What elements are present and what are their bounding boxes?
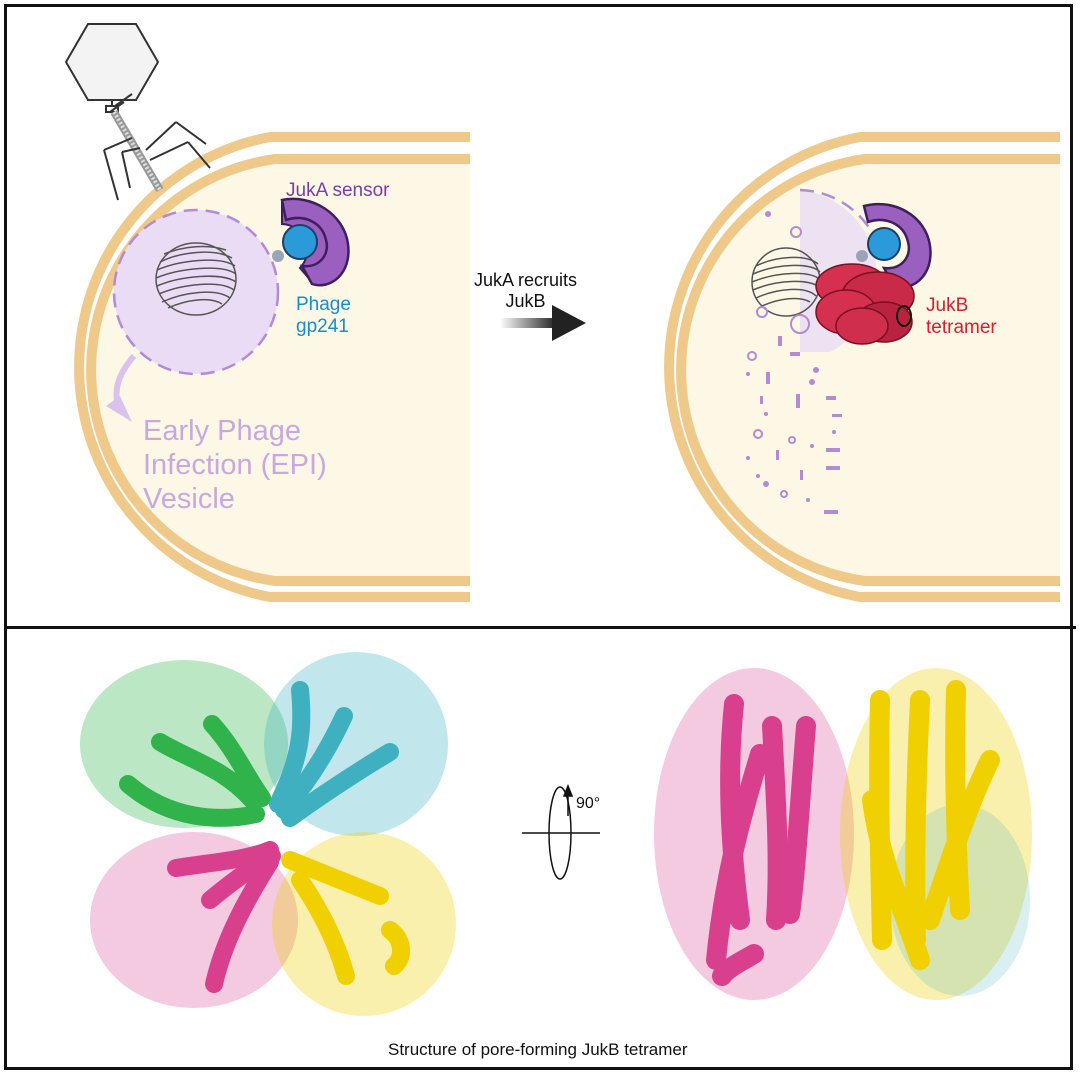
epi-line-2: Infection (EPI) xyxy=(143,449,327,482)
epi-vesicle xyxy=(106,208,280,422)
arrow-label-line-2: JukB xyxy=(505,290,546,311)
right-cell xyxy=(664,132,1060,602)
epi-line-1: Early Phage xyxy=(143,415,301,447)
arrow-label-line-1: JukA recruits xyxy=(474,270,578,290)
phage-gp241-line-2: gp241 xyxy=(296,315,349,337)
jukB-line-2: tetramer xyxy=(926,316,997,338)
phage-gp241-label: Phage gp241 xyxy=(296,294,351,338)
jukB-tetramer xyxy=(815,263,915,345)
rotation-label: 90° xyxy=(576,795,601,812)
arrow-label: JukA recruits JukB xyxy=(474,270,577,311)
phage-icon xyxy=(64,23,211,201)
figure-frame xyxy=(4,4,1073,1070)
jukA-sensor-label: JukA sensor xyxy=(286,180,390,201)
dna-coil-icon xyxy=(155,242,237,316)
phage-gp241-line-1: Phage xyxy=(296,294,351,315)
panel-divider xyxy=(4,626,1076,629)
jukB-line-1: JukB xyxy=(926,295,969,316)
epi-vesicle-label: Early Phage Infection (EPI) Vesicle xyxy=(143,414,327,517)
vesicle-debris xyxy=(746,211,842,514)
jukB-tetramer-label: JukB tetramer xyxy=(926,295,997,339)
left-cell xyxy=(74,132,470,602)
tetramer-top-view xyxy=(80,652,456,1016)
rotation-axis-icon xyxy=(522,783,600,880)
dna-coil-icon-right xyxy=(751,247,821,317)
epi-line-3: Vesicle xyxy=(143,483,235,516)
tetramer-side-view xyxy=(654,668,1032,1000)
arrow-right-icon xyxy=(500,305,586,341)
jukA-sensor-left xyxy=(272,197,350,287)
figure-caption: Structure of pore-forming JukB tetramer xyxy=(388,1040,688,1059)
